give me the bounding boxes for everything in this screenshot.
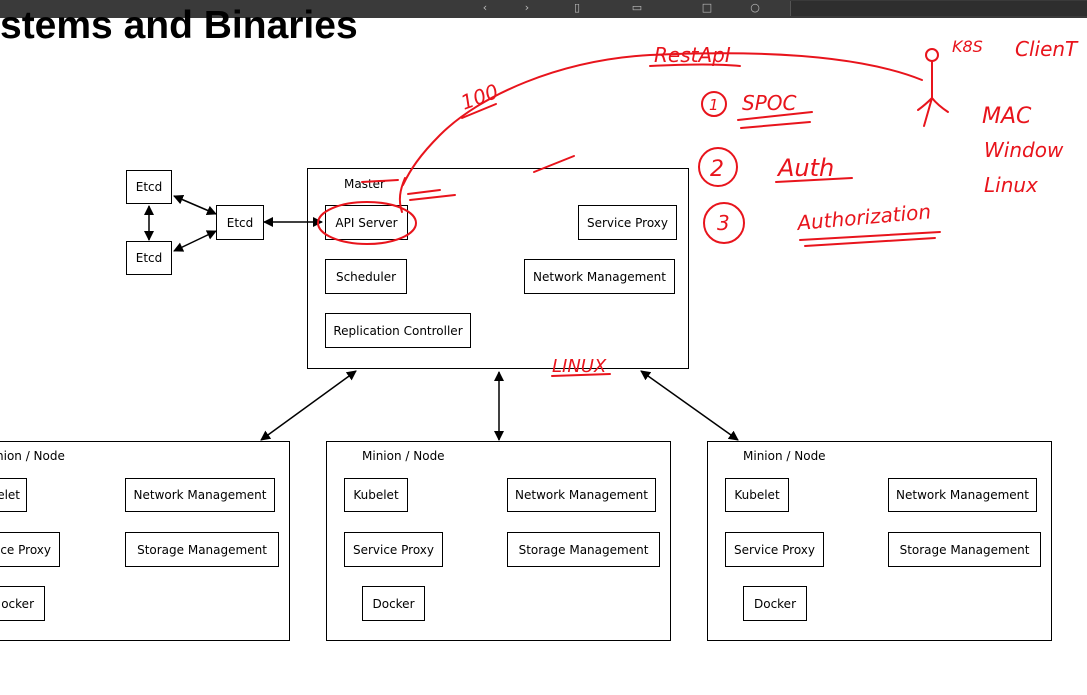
node-label-3: Minion / Node	[743, 449, 826, 463]
node-frame-1	[0, 441, 290, 641]
settings-icon[interactable]: □	[701, 1, 713, 14]
docker-box-2: Docker	[362, 586, 425, 621]
next-icon[interactable]: ›	[524, 1, 530, 14]
item-3-circle	[703, 202, 745, 244]
service-proxy-box-1: ice Proxy	[0, 532, 60, 567]
kubelet-box-2: Kubelet	[344, 478, 408, 512]
item-3-text: Authorization	[794, 199, 932, 235]
annotation-texts: RestApI 100 K8S ClienT 1 SPOC 2 Auth 3 A…	[458, 37, 1080, 377]
linux-side-text: Linux	[984, 173, 1038, 197]
window-text: Window	[984, 138, 1064, 162]
item-1-text: SPOC	[742, 91, 796, 115]
kubelet-box-1: elet	[0, 478, 27, 512]
client-text: ClienT	[1015, 37, 1079, 61]
scheduler-box: Scheduler	[325, 259, 407, 294]
node-frame-3	[707, 441, 1052, 641]
docker-box-3: Docker	[743, 586, 807, 621]
network-management-box-2: Network Management	[507, 478, 656, 512]
search-icon[interactable]: ○	[750, 1, 760, 14]
item-2-number: 2	[710, 157, 724, 182]
linux-bottom-text: LINUX	[552, 356, 607, 377]
replication-controller-box: Replication Controller	[325, 313, 471, 348]
rest-api-text: RestApI	[654, 43, 731, 67]
link-master-node-3	[640, 370, 739, 441]
api-server-box: API Server	[325, 205, 408, 240]
item-1-number: 1	[709, 96, 719, 114]
kubelet-box-3: Kubelet	[725, 478, 789, 512]
etcd-box-bottom: Etcd	[126, 241, 172, 275]
node-frame-2	[326, 441, 671, 641]
dash-stroke-1	[361, 179, 399, 183]
auth-underline	[775, 177, 853, 183]
annotation-strokes	[317, 48, 949, 377]
count-100-text: 100	[458, 79, 502, 115]
item-1-circle	[701, 91, 727, 117]
item-2-text: Auth	[776, 154, 834, 182]
zoom-icon[interactable]: ▭	[631, 1, 643, 14]
etcd-box-center: Etcd	[216, 205, 264, 240]
network-management-box-3: Network Management	[888, 478, 1037, 512]
authorization-underline-1	[799, 231, 941, 241]
spoc-underline-2	[740, 121, 811, 129]
network-management-box-1: Network Management	[125, 478, 275, 512]
k8s-text: K8S	[952, 37, 983, 56]
client-head	[925, 48, 939, 62]
count-underline	[461, 103, 497, 119]
storage-management-box-2: Storage Management	[507, 532, 660, 567]
linux-underline	[551, 373, 611, 377]
dash-stroke-2	[533, 155, 575, 173]
authorization-underline-2	[804, 237, 936, 247]
link-etcd-bottom-etcd-center	[173, 230, 217, 252]
item-3-number: 3	[717, 211, 730, 235]
service-proxy-box-3: Service Proxy	[725, 532, 824, 567]
rest-api-underline	[649, 63, 741, 67]
page-icon[interactable]: ▯	[573, 1, 581, 14]
master-network-management-box: Network Management	[524, 259, 675, 294]
client-body	[917, 60, 949, 127]
master-service-proxy-box: Service Proxy	[578, 205, 677, 240]
link-master-node-1	[260, 370, 357, 441]
slide-title: stems and Binaries	[0, 4, 358, 47]
docker-box-1: ocker	[0, 586, 45, 621]
item-2-circle	[698, 147, 738, 187]
viewer-toolbar: ‹ › ▯ ▭ □ ○	[0, 0, 1087, 18]
api-server-scribble	[398, 177, 456, 213]
master-frame	[307, 168, 689, 369]
node-label-2: Minion / Node	[362, 449, 445, 463]
storage-management-box-3: Storage Management	[888, 532, 1041, 567]
node-label-1: nion / Node	[0, 449, 65, 463]
previous-icon[interactable]: ‹	[482, 1, 488, 14]
mac-text: MAC	[982, 104, 1032, 129]
etcd-box-top: Etcd	[126, 170, 172, 204]
link-etcd-top-etcd-center	[173, 194, 217, 216]
api-server-circle	[317, 201, 417, 245]
rest-api-curve	[402, 52, 923, 186]
storage-management-box-1: Storage Management	[125, 532, 279, 567]
search-input[interactable]	[790, 1, 1087, 16]
service-proxy-box-2: Service Proxy	[344, 532, 443, 567]
spoc-underline-1	[737, 111, 813, 121]
